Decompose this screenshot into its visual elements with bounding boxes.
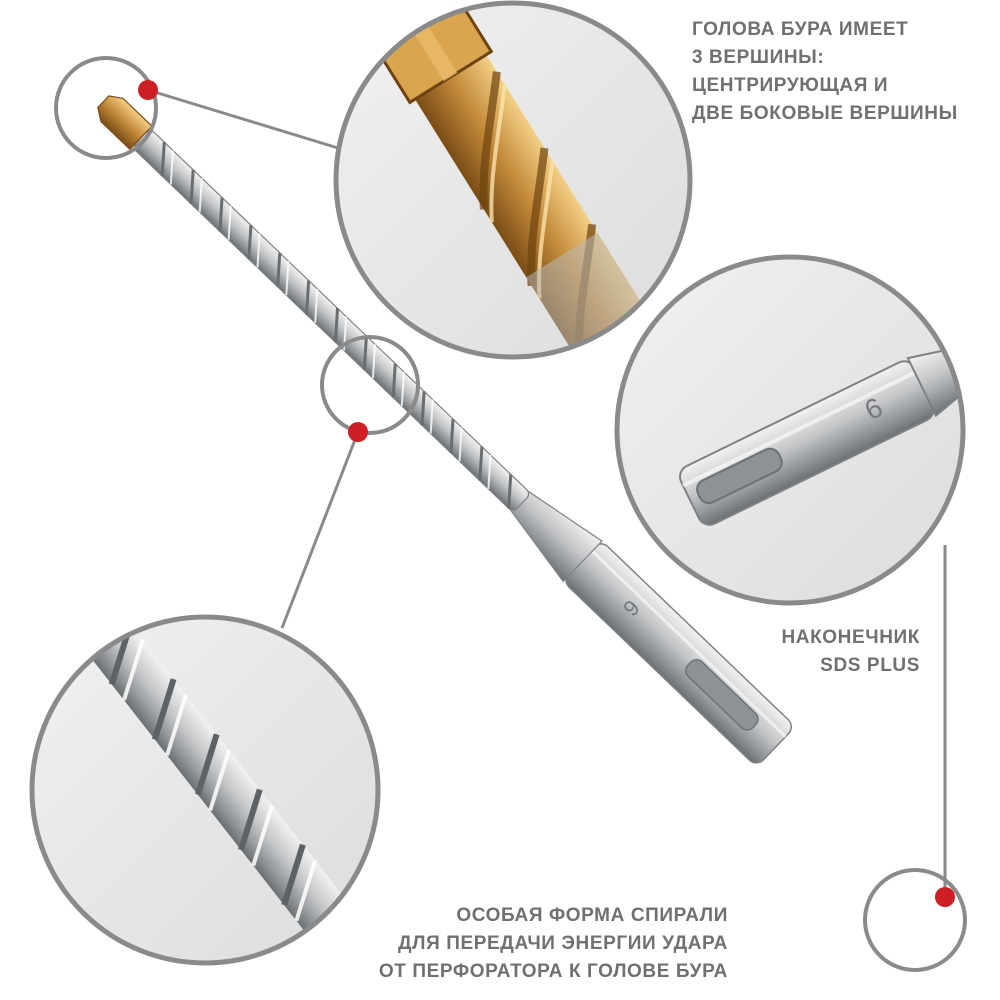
markers (138, 80, 955, 907)
callout-ring-spiral (320, 335, 420, 435)
callout-ring-tip (54, 56, 158, 160)
caption-spiral-line: ОСОБАЯ ФОРМА СПИРАЛИ (456, 905, 728, 926)
caption-head-line: 3 ВЕРШИНЫ: (692, 47, 825, 68)
marker-spiral (348, 422, 368, 442)
caption-spiral-line: ДЛЯ ПЕРЕДАЧИ ЭНЕРГИИ УДАРА (398, 933, 728, 954)
zoom-shank: 6 (614, 254, 966, 606)
caption-head: ГОЛОВА БУРА ИМЕЕТ 3 ВЕРШИНЫ: ЦЕНТРИРУЮЩА… (692, 16, 958, 128)
caption-shank: НАКОНЕЧНИК SDS PLUS (781, 624, 920, 680)
leader-lines (147, 88, 947, 893)
marker-head (138, 80, 158, 100)
caption-shank-line: SDS PLUS (820, 655, 920, 676)
caption-head-line: ГОЛОВА БУРА ИМЕЕТ (692, 19, 909, 40)
marker-shank (935, 887, 955, 907)
caption-spiral: ОСОБАЯ ФОРМА СПИРАЛИ ДЛЯ ПЕРЕДАЧИ ЭНЕРГИ… (379, 902, 728, 986)
caption-head-line: ДВЕ БОКОВЫЕ ВЕРШИНЫ (692, 103, 958, 124)
caption-spiral-line: ОТ ПЕРФОРАТОРА К ГОЛОВЕ БУРА (378, 961, 728, 982)
drill-flutes (160, 142, 513, 509)
drill-bit: 6 (97, 95, 793, 764)
leader-line-spiral (280, 431, 360, 629)
zoom-spiral (29, 614, 381, 966)
callout-ring-shank (863, 868, 967, 972)
caption-head-line: ЦЕНТРИРУЮЩАЯ И (692, 75, 889, 96)
caption-shank-line: НАКОНЕЧНИК (781, 627, 920, 648)
leader-line-head (147, 88, 339, 150)
sds-groove (685, 659, 759, 731)
zoom-head (333, 0, 693, 360)
